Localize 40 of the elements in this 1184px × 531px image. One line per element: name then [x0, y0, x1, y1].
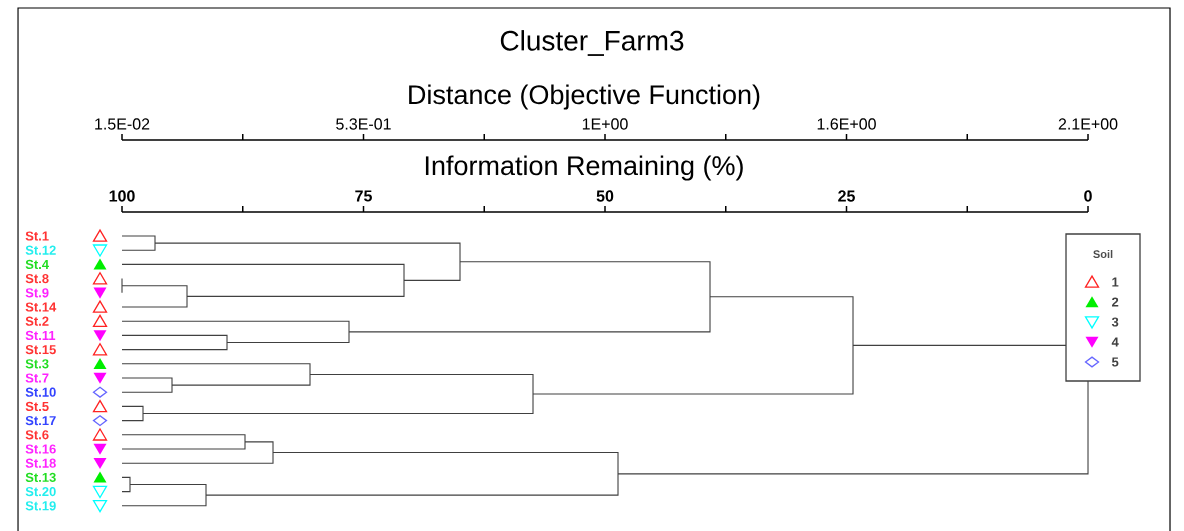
leaf-label: St.6 [25, 430, 49, 440]
leaf-label: St.10 [25, 387, 56, 397]
leaf-label: St.4 [25, 259, 49, 269]
tick-label: 100 [109, 190, 135, 202]
leaf-label: St.19 [25, 501, 56, 511]
legend-label: 5 [1111, 357, 1119, 367]
axis-title: Distance (Objective Function) [409, 84, 760, 110]
legend-label: 1 [1112, 277, 1119, 287]
leaf-label: St.16 [25, 444, 56, 454]
legend-label: 3 [1111, 317, 1119, 327]
axis-title: Information Remaining (%) [425, 155, 743, 181]
title: Cluster_Farm3 [500, 30, 684, 56]
legend-label: 4 [1111, 337, 1119, 347]
leaf-label: St.18 [25, 458, 56, 468]
leaf-label: St.20 [25, 487, 56, 497]
tick-label: 0 [1084, 190, 1092, 202]
leaf-label: St.13 [25, 472, 56, 482]
leaf-label: St.12 [25, 245, 56, 255]
leaf-label: St.2 [25, 316, 49, 326]
leaf-label: St.11 [25, 330, 56, 340]
leaf-label: St.17 [25, 416, 56, 426]
tick-label: 75 [355, 190, 372, 202]
tick-label: 25 [838, 190, 855, 202]
tick-label: 1E+00 [582, 118, 628, 130]
legend-box: Soil 1 2 3 4 5 [1065, 233, 1141, 382]
leaf-label: St.5 [25, 401, 49, 411]
leaf-label: St.9 [25, 288, 49, 298]
leaf-label: St.3 [25, 359, 49, 369]
leaf-label: St.15 [25, 345, 56, 355]
tick-label: 50 [596, 190, 614, 202]
tick-label: 2.1E+00 [1058, 118, 1118, 130]
legend-label: 2 [1112, 297, 1119, 307]
tick-label: 1.5E-02 [95, 118, 150, 130]
leaf-label: St.14 [25, 302, 57, 312]
tick-label: 5.3E-01 [336, 118, 391, 130]
leaf-label: St.1 [25, 231, 49, 241]
leaf-label: St.7 [25, 373, 49, 383]
label: Soil [1093, 249, 1113, 259]
leaf-label: St.8 [25, 274, 49, 284]
tick-label: 1.6E+00 [817, 118, 876, 130]
